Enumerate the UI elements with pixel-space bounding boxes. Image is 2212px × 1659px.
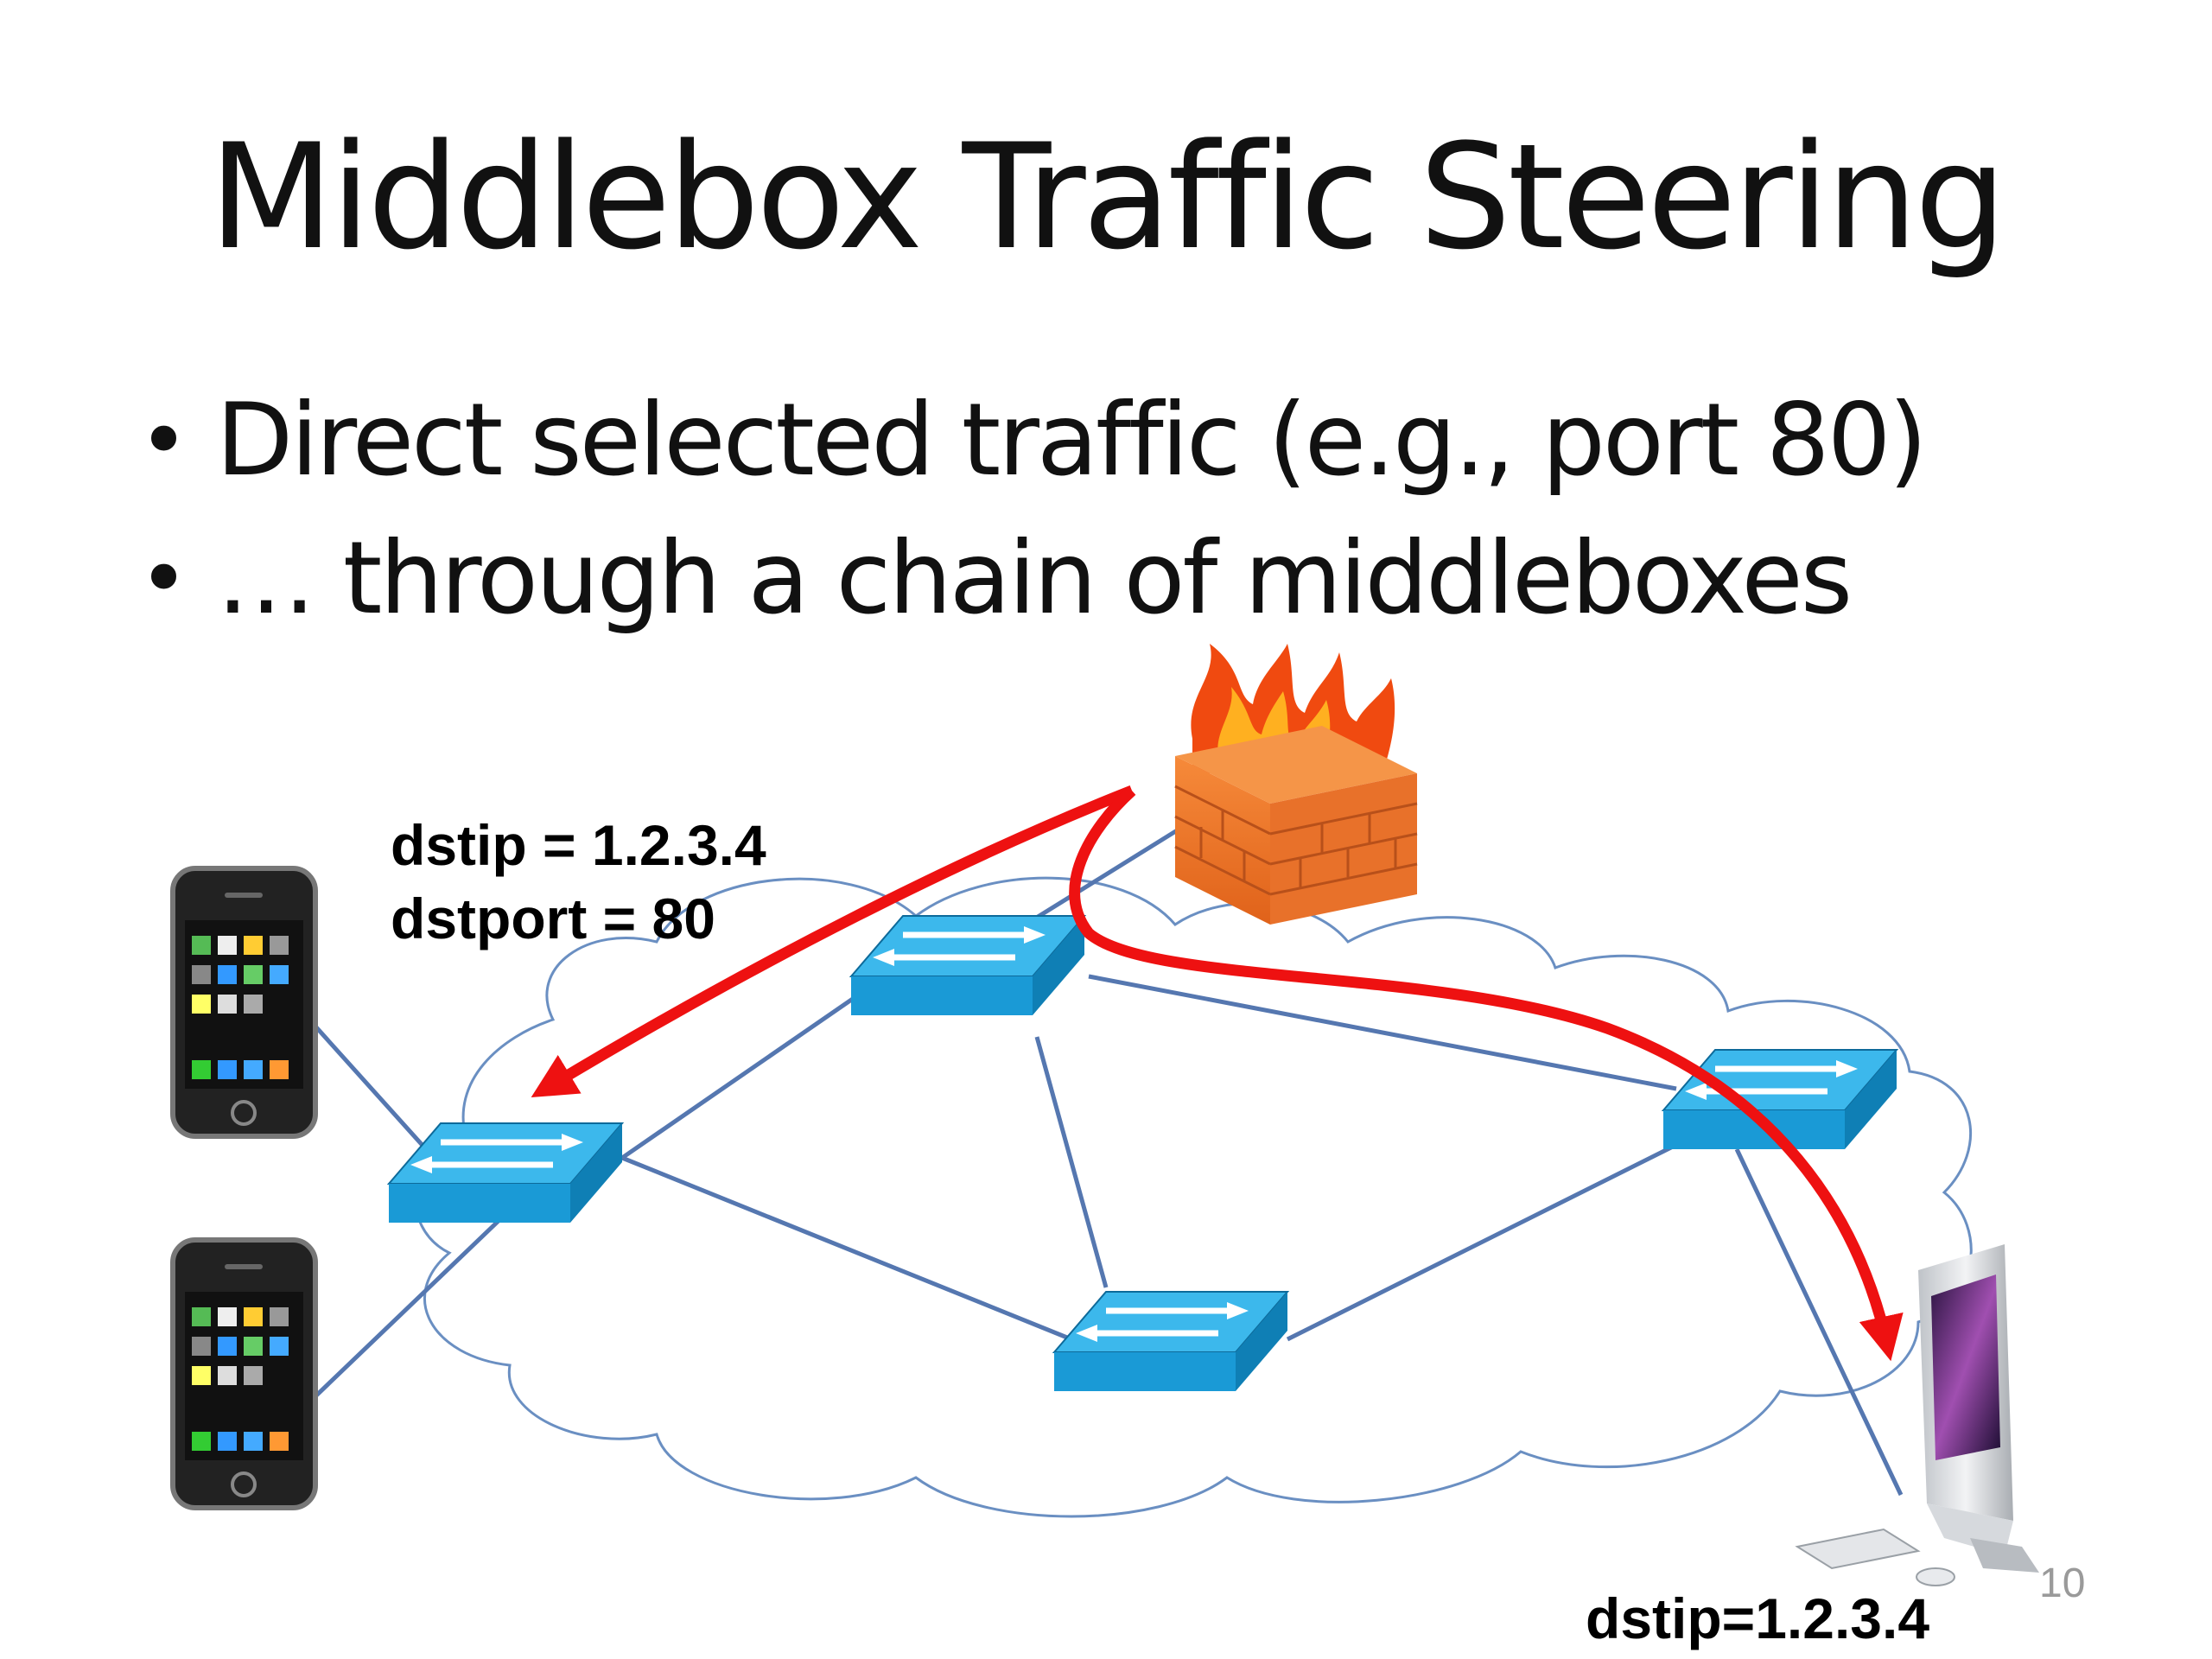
page-number: 10	[2039, 1560, 2086, 1606]
bullet-item: • Direct selected traffic (e.g., port 80…	[130, 372, 1928, 510]
phone-icon	[170, 1237, 318, 1510]
firewall-icon	[1174, 644, 1418, 925]
dstip-label: dstip = 1.2.3.4	[391, 813, 766, 877]
bullet-item: • … through a chain of middleboxes	[130, 510, 1925, 648]
traffic-path	[1069, 786, 1904, 1362]
desktop-computer-icon	[1795, 1244, 2039, 1586]
cloud-icon	[414, 876, 1973, 1518]
bullet-glyph: •	[138, 528, 189, 629]
network-links	[292, 818, 1904, 1497]
switch-icon	[1661, 1049, 1899, 1149]
switch-icon	[1052, 1291, 1290, 1391]
bullet-glyph: •	[138, 390, 189, 491]
switch-icon	[849, 915, 1087, 1015]
bullet-text: Direct selected traffic (e.g., port 80)	[216, 382, 1928, 499]
dstport-label: dstport = 80	[391, 887, 715, 950]
switch-icon	[386, 1122, 625, 1223]
bullet-text: … through a chain of middleboxes	[216, 520, 1853, 637]
destination-ip-label: dstip=1.2.3.4	[1586, 1586, 1930, 1650]
traffic-path	[531, 785, 1135, 1098]
slide-title: Middlebox Traffic Steering	[208, 112, 2007, 282]
phone-icon	[170, 866, 318, 1139]
bullet-list: • Direct selected traffic (e.g., port 80…	[130, 372, 1928, 648]
